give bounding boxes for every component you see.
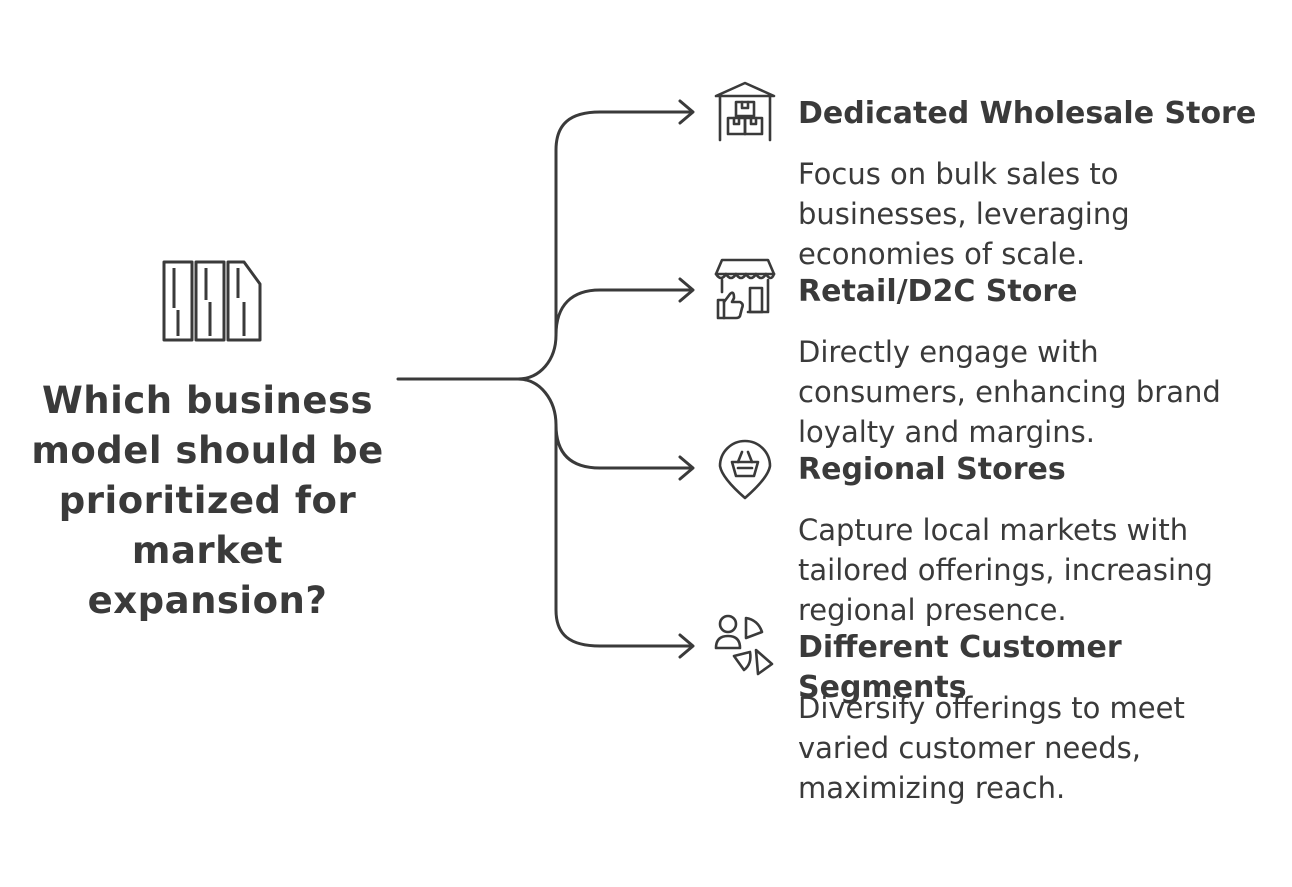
location-basket-icon — [718, 439, 772, 500]
connector-wholesale — [396, 110, 694, 381]
option-title-retail: Retail/D2C Store — [798, 274, 1078, 309]
option-desc-retail: Directly engage with consumers, enhancin… — [798, 335, 1221, 449]
option-desc-regional: Capture local markets with tailored offe… — [798, 513, 1213, 627]
arrowhead-segments — [678, 633, 695, 659]
arrowhead-wholesale — [678, 99, 695, 125]
option-title-wholesale: Dedicated Wholesale Store — [798, 96, 1257, 131]
option-desc-wholesale: Focus on bulk sales to businesses, lever… — [798, 157, 1130, 271]
storefront-thumbs-up-icon — [714, 258, 776, 320]
warehouse-boxes-icon — [714, 81, 776, 142]
columns-icon — [162, 260, 262, 342]
connector-retail — [554, 288, 694, 337]
option-desc-segments: Diversify offerings to meet varied custo… — [798, 691, 1185, 805]
arrowhead-regional — [678, 455, 695, 481]
central-question: Which business model should be prioritiz… — [31, 379, 384, 622]
segments-people-icon — [714, 614, 774, 676]
arrowhead-retail — [678, 277, 695, 303]
connector-regional — [516, 377, 694, 470]
connector-segments — [554, 423, 694, 648]
option-title-regional: Regional Stores — [798, 452, 1066, 487]
option-title-segments: Different Customer Segments — [798, 630, 1122, 705]
